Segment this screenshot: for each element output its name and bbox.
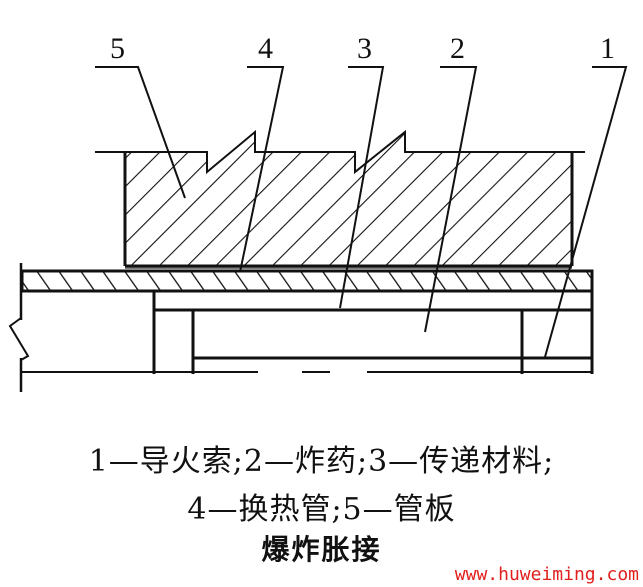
legend-line-2: 4—换热管;5—管板 [187, 492, 456, 527]
figure-title: 爆炸胀接 [261, 533, 382, 566]
svg-text:3: 3 [357, 32, 372, 65]
svg-text:2: 2 [450, 32, 465, 65]
explosive-expansion-diagram: 5 4 3 2 1 [8, 32, 628, 392]
svg-text:1: 1 [600, 32, 615, 65]
tube-sheet [95, 129, 585, 268]
callout-3: 3 [339, 32, 385, 309]
callout-5: 5 [95, 32, 186, 199]
callout-2: 2 [424, 32, 478, 333]
svg-text:5: 5 [110, 32, 125, 65]
watermark-link[interactable]: www.huweiming.com [454, 564, 639, 585]
callout-4: 4 [239, 32, 285, 273]
heat-exchange-tube-wall [20, 269, 594, 293]
tube-interior [8, 263, 594, 392]
callout-1: 1 [544, 32, 628, 358]
svg-text:4: 4 [258, 32, 273, 65]
legend-line-1: 1—导火索;2—炸药;3—传递材料; [88, 444, 555, 479]
